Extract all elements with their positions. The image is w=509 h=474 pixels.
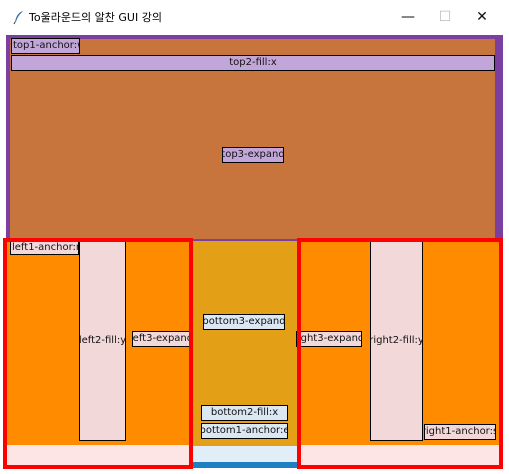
bottom3-expand-label[interactable]: bottom3-expand <box>203 314 285 330</box>
left3-expand-label[interactable]: left3-expand <box>132 331 191 347</box>
bottom1-anchor-label[interactable]: bottom1-anchor:e <box>201 423 288 439</box>
right3-expand-label[interactable]: right3-expand <box>296 331 362 347</box>
right2-fill-label[interactable]: right2-fill:y <box>370 240 423 441</box>
top-frame-interior <box>10 39 495 239</box>
bottom-blue-strip <box>193 462 299 468</box>
window-title: To울라운드의 알찬 GUI 강의 <box>29 11 162 24</box>
right-frame-bottom-strip <box>299 445 503 467</box>
title-bar: To울라운드의 알찬 GUI 강의 — ☐ ✕ <box>0 0 509 33</box>
feather-icon <box>13 11 23 25</box>
maximize-button[interactable]: ☐ <box>438 8 452 25</box>
left-highlight-box <box>3 238 193 469</box>
right-highlight-box <box>297 238 503 469</box>
top3-expand-label[interactable]: top3-expand <box>222 147 284 163</box>
bottom-light-strip <box>193 446 299 462</box>
minimize-button[interactable]: — <box>401 8 415 25</box>
close-button[interactable]: ✕ <box>476 8 488 25</box>
left-frame-bottom-strip <box>6 445 193 467</box>
bottom2-fill-label[interactable]: bottom2-fill:x <box>201 405 288 421</box>
right1-anchor-label[interactable]: right1-anchor:s <box>424 424 496 440</box>
top1-anchor-label[interactable]: top1-anchor:w <box>11 38 80 54</box>
left1-anchor-label[interactable]: left1-anchor:n <box>10 240 79 255</box>
top2-fill-label[interactable]: top2-fill:x <box>11 55 495 71</box>
